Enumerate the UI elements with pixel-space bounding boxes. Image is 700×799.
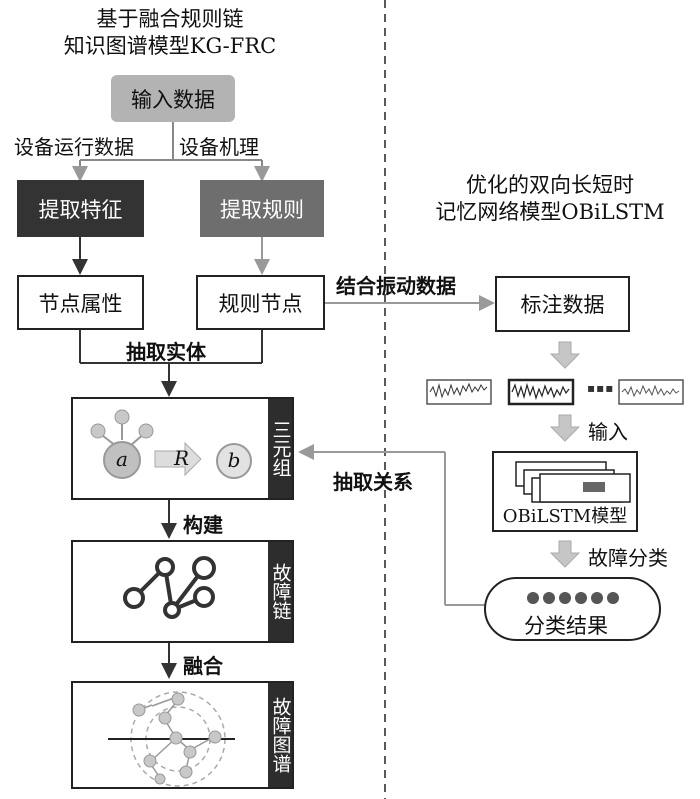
- fault-chain-tag-text: 故障链: [269, 563, 292, 620]
- entity-b: b: [227, 448, 241, 472]
- fault-chain-illustration: [123, 556, 216, 619]
- triple-tag: 三元组: [268, 399, 292, 498]
- down-arrow-3: [549, 540, 581, 568]
- fault-chain-panel: [71, 540, 294, 643]
- fault-graph-tag-text: 故障图谱: [269, 697, 292, 773]
- right-title: 优化的双向长短时 记忆网络模型OBiLSTM: [400, 172, 700, 226]
- node-attributes-box: 节点属性: [17, 275, 144, 330]
- fuse-label: 融合: [183, 654, 223, 678]
- down-arrow-2: [549, 414, 581, 442]
- left-title: 基于融合规则链 知识图谱模型KG-FRC: [0, 6, 340, 60]
- fault-classification-label: 故障分类: [588, 546, 668, 570]
- node-attributes-label: 节点属性: [38, 291, 123, 316]
- down-arrow-1: [549, 341, 581, 369]
- triple-panel: [71, 397, 294, 500]
- entity-a: a: [116, 447, 128, 471]
- extract-features-label: 提取特征: [38, 197, 123, 222]
- rule-nodes-box: 规则节点: [196, 275, 325, 330]
- left-title-line1: 基于融合规则链: [96, 7, 244, 31]
- waveform-strips: [426, 378, 684, 406]
- right-title-line2: 记忆网络模型OBiLSTM: [435, 200, 665, 224]
- triple-tag-text: 三元组: [269, 420, 292, 477]
- extract-rules-label: 提取规则: [220, 197, 304, 222]
- ellipsis-marker: ▪▪▪: [587, 381, 615, 395]
- annotate-data-box: 标注数据: [495, 276, 630, 332]
- result-dots: [527, 592, 619, 604]
- relation-r: R: [174, 446, 190, 470]
- model-box: OBiLSTM模型: [492, 451, 638, 532]
- model-icon: [515, 461, 631, 503]
- combine-vibration-label: 结合振动数据: [336, 274, 456, 298]
- right-title-line1: 优化的双向长短时: [466, 173, 634, 197]
- left-title-line2: 知识图谱模型KG-FRC: [63, 34, 277, 58]
- extract-relations-label: 抽取关系: [333, 470, 413, 494]
- mechanism-label: 设备机理: [179, 135, 259, 159]
- model-label: OBiLSTM模型: [502, 506, 628, 527]
- input-data-label: 输入数据: [131, 87, 215, 112]
- classification-result-label: 分类结果: [524, 614, 608, 638]
- input-data-box: 输入数据: [111, 75, 235, 122]
- running-data-label: 设备运行数据: [14, 135, 134, 159]
- fault-graph-tag: 故障图谱: [268, 683, 292, 787]
- fault-graph-panel: [71, 681, 294, 789]
- triple-illustration: [90, 409, 252, 479]
- extract-features-box: 提取特征: [17, 180, 144, 237]
- annotate-data-label: 标注数据: [520, 293, 605, 317]
- rule-nodes-label: 规则节点: [218, 291, 303, 316]
- construct-label: 构建: [183, 513, 223, 537]
- extract-rules-box: 提取规则: [200, 180, 324, 237]
- input-arrow-label: 输入: [588, 420, 628, 444]
- fault-chain-tag: 故障链: [268, 542, 292, 641]
- fault-graph-illustration: [108, 691, 235, 787]
- extract-entities-label: 抽取实体: [126, 340, 206, 364]
